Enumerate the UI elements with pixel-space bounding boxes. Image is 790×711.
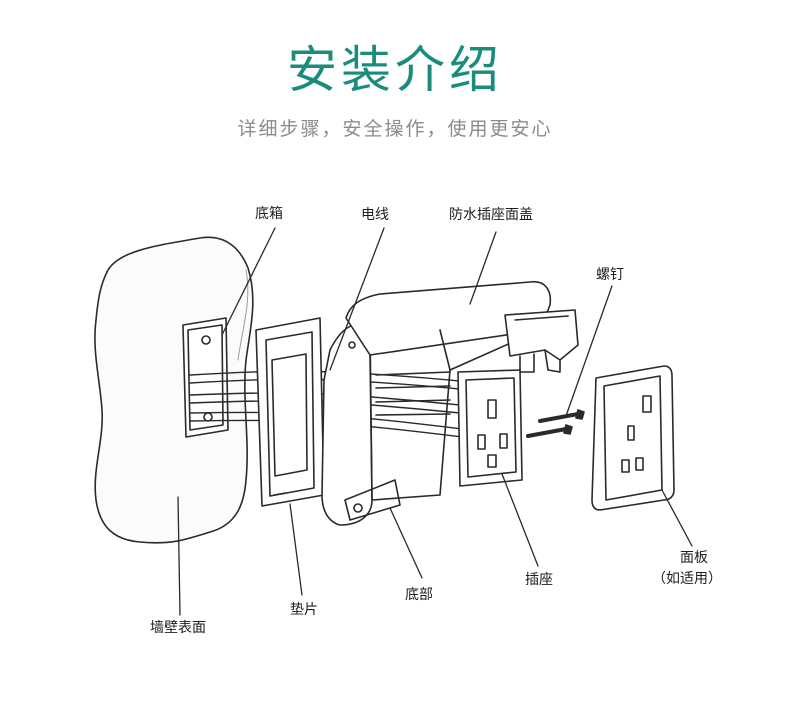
label-waterproof-cover: 防水插座面盖 <box>449 207 533 223</box>
label-wall-surface: 墙壁表面 <box>150 620 206 636</box>
socket-shape <box>457 369 523 487</box>
label-screws: 螺钉 <box>596 267 624 283</box>
screws-shape <box>526 409 585 438</box>
page-subtitle: 详细步骤，安全操作，使用更安心 <box>237 118 553 140</box>
leader-lines <box>177 227 693 616</box>
label-base: 底部 <box>405 587 433 603</box>
base-shape <box>321 323 401 526</box>
label-socket: 插座 <box>525 572 553 588</box>
panel-shape <box>591 365 675 511</box>
back-box-shape <box>182 317 229 438</box>
label-panel: 面板 <box>680 550 708 566</box>
wall-surface-shape <box>94 236 254 544</box>
page-title: 安装介绍 <box>287 41 503 99</box>
label-back-box: 底箱 <box>255 206 283 222</box>
label-wire: 电线 <box>361 207 389 223</box>
label-panel-note: （如适用） <box>652 571 722 587</box>
label-gasket: 垫片 <box>290 602 318 618</box>
waterproof-cover-shape <box>345 280 579 501</box>
gasket-shape <box>255 317 325 507</box>
